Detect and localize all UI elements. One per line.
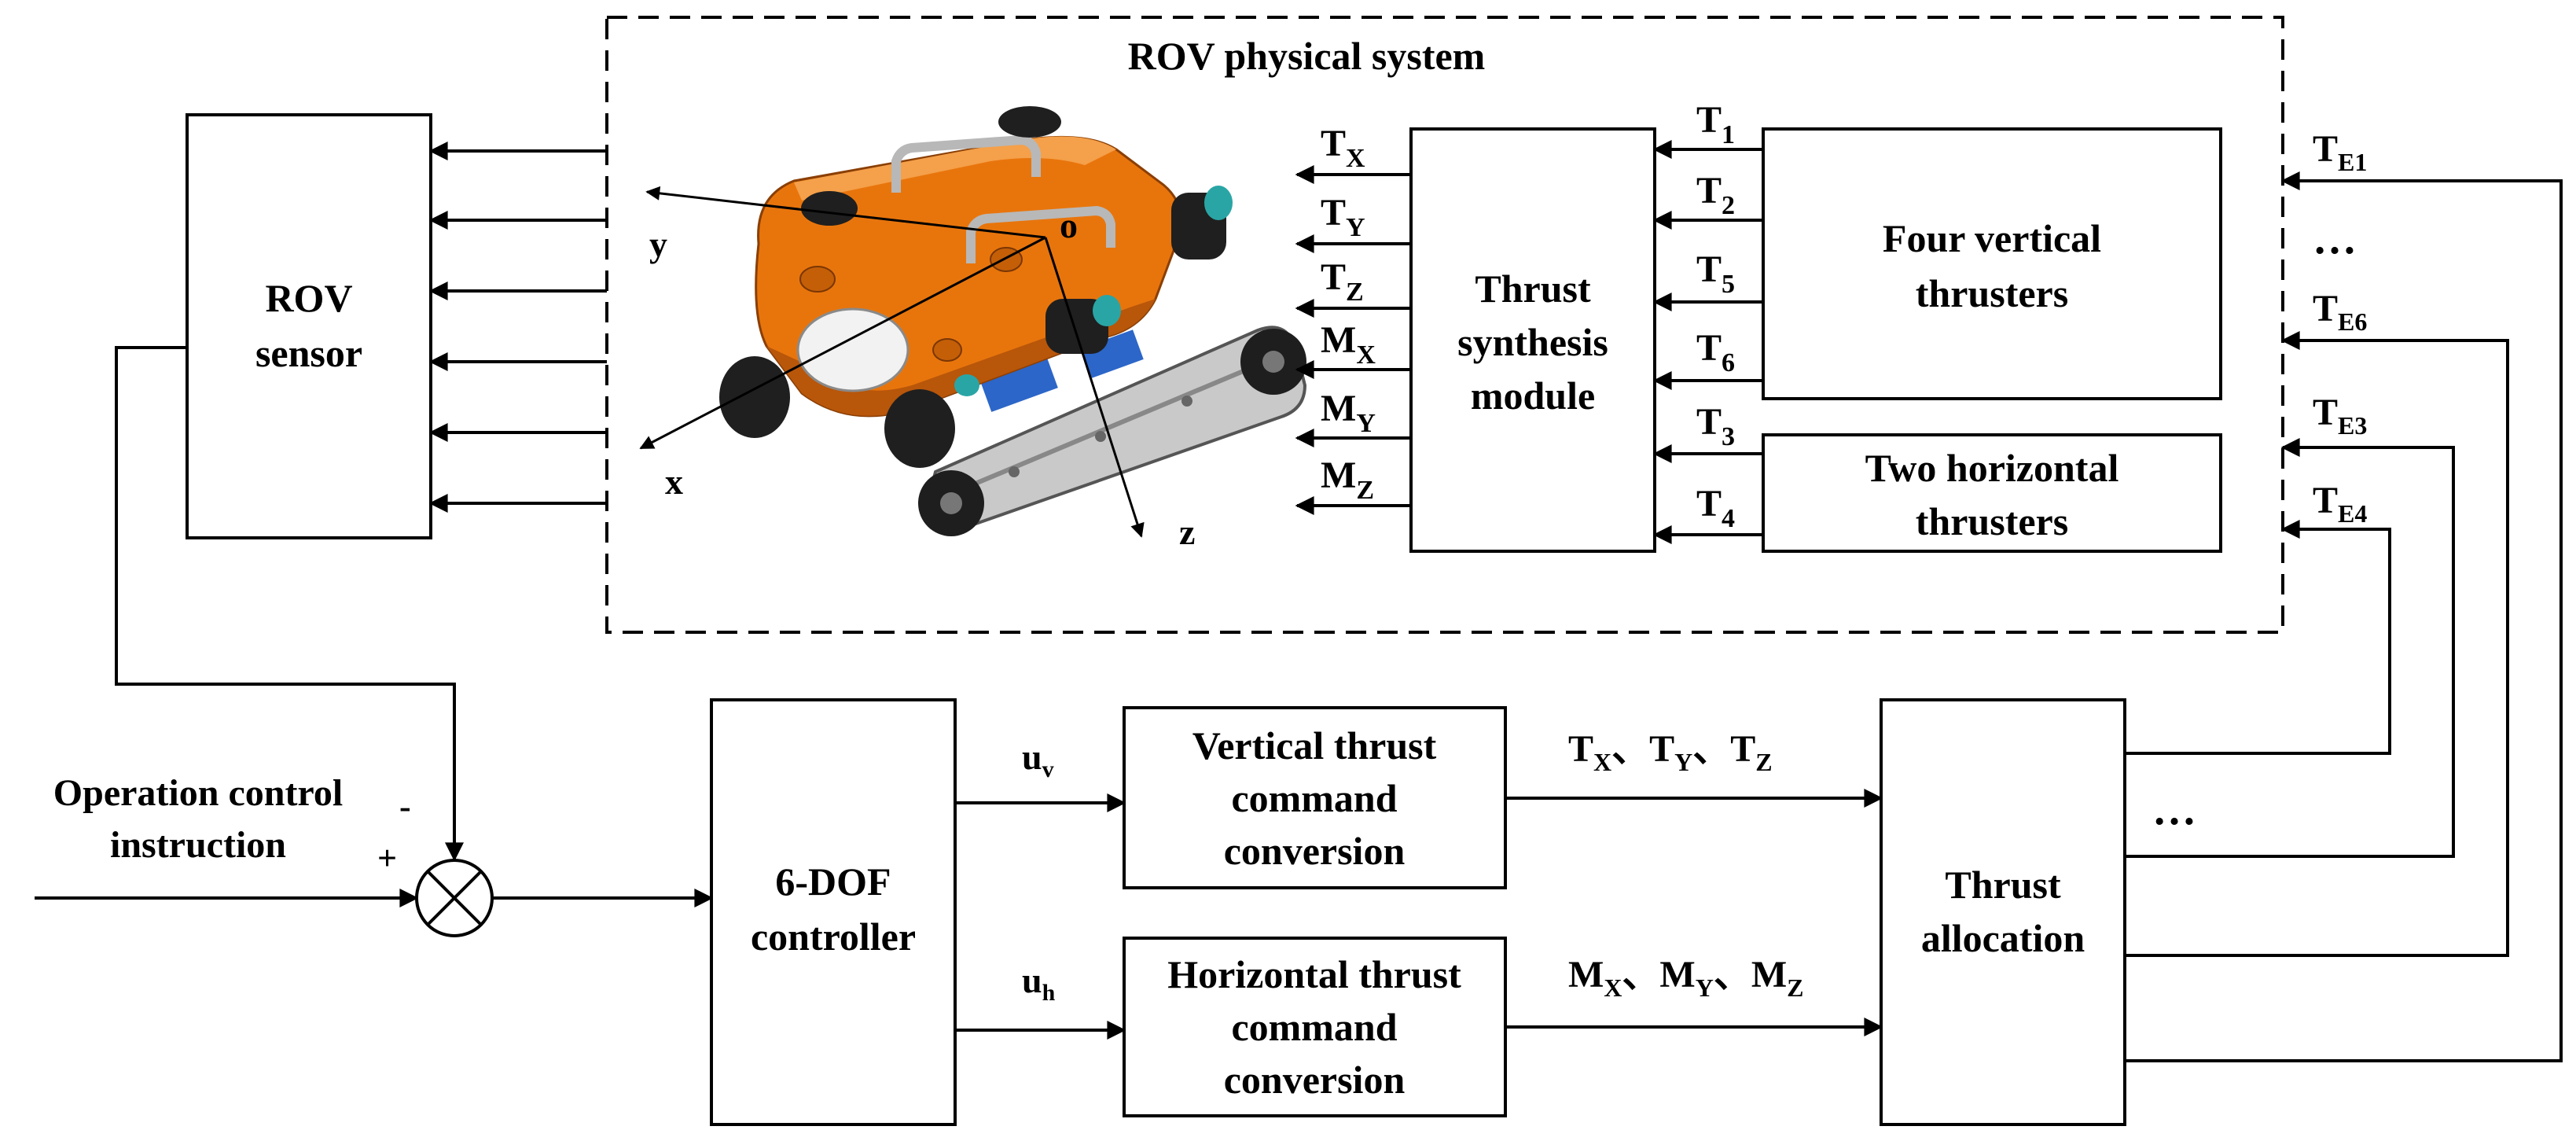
input-label-t2: T2 <box>1696 170 1735 220</box>
feedback-lines <box>2125 171 2563 1062</box>
axis-label-x: x <box>665 462 683 502</box>
z-axis <box>1044 237 1145 538</box>
y-axis <box>645 186 1046 239</box>
input-label-t4: T4 <box>1696 483 1735 533</box>
allocation-label-line1: Thrust <box>1945 863 2061 907</box>
thrust-allocation-block <box>1880 698 2126 1126</box>
rov-sensor-block <box>186 113 432 539</box>
input-label-t6: T6 <box>1696 327 1735 377</box>
horizontal-conversion-line1: Horizontal thrust <box>1167 952 1461 996</box>
physical-system-title: ROV physical system <box>1128 34 1486 78</box>
sensor-input-arrows <box>428 142 607 513</box>
vertical-thrusters-line1: Four vertical <box>1883 216 2101 260</box>
output-label-tx: TX <box>1321 123 1365 173</box>
horizontal-conversion-line3: conversion <box>1224 1058 1406 1102</box>
moment-label: MX、MY、MZ <box>1568 954 1804 1002</box>
output-label-mz: MZ <box>1321 455 1374 505</box>
summing-junction <box>415 859 494 937</box>
feedback-label-te4: TE4 <box>2313 480 2367 528</box>
feedback-label-te6: TE6 <box>2313 288 2367 336</box>
vertical-conversion-line2: command <box>1231 776 1397 820</box>
input-label-line1: Operation control <box>53 772 343 814</box>
rov-illustration <box>639 106 1307 538</box>
controller-label-line1: 6-DOF <box>775 859 891 904</box>
vertical-conversion-line1: Vertical thrust <box>1192 723 1437 767</box>
synthesis-label-line2: synthesis <box>1457 320 1608 364</box>
output-label-ty: TY <box>1321 192 1365 242</box>
horizontal-conversion-line2: command <box>1231 1005 1397 1049</box>
thrust-synthesis-module <box>1409 127 1656 553</box>
uh-label: uh <box>1022 960 1056 1006</box>
rov-coordinate-axes <box>639 186 1145 538</box>
sensor-label-line1: ROV <box>265 276 352 320</box>
feedback-line-te1 <box>2125 171 2563 1062</box>
two-horizontal-thrusters-block <box>1762 433 2222 553</box>
rov-thrusters <box>719 106 1233 468</box>
allocation-label-line2: allocation <box>1921 916 2085 960</box>
feedback-line-te3 <box>2125 438 2455 858</box>
horizontal-thrusters-line1: Two horizontal <box>1865 446 2119 490</box>
controller-label-line2: controller <box>751 915 916 959</box>
feedback-label-te1: TE1 <box>2313 128 2367 176</box>
feedback-line-te4 <box>2125 520 2391 755</box>
vertical-conversion-block <box>1123 706 1507 889</box>
force-label: TX、TY、TZ <box>1568 728 1773 776</box>
sensor-feedback-line <box>115 346 464 862</box>
feedback-line-te6 <box>2125 331 2509 957</box>
horizontal-conversion-block <box>1123 937 1507 1117</box>
x-axis <box>639 236 1046 450</box>
horizontal-thrusters-line2: thrusters <box>1916 499 2068 543</box>
feedback-label-te3: TE3 <box>2313 392 2367 440</box>
synthesis-label-line1: Thrust <box>1475 267 1591 311</box>
input-label-t3: T3 <box>1696 401 1735 451</box>
plus-sign: + <box>377 839 397 878</box>
synthesis-input-arrows <box>1652 140 1763 544</box>
axis-label-o: o <box>1060 205 1078 245</box>
axis-label-z: z <box>1179 512 1195 552</box>
axis-label-y: y <box>649 224 667 264</box>
sensor-label-line2: sensor <box>255 331 362 375</box>
rov-physical-system-frame <box>605 16 2284 634</box>
four-vertical-thrusters-block <box>1762 127 2222 400</box>
rov-track <box>918 326 1307 536</box>
synthesis-output-arrows <box>1295 165 1411 515</box>
uv-label: uv <box>1022 737 1054 782</box>
input-label-line2: instruction <box>110 824 286 866</box>
vertical-thrusters-line2: thrusters <box>1916 271 2068 315</box>
synthesis-label-line3: module <box>1471 374 1595 418</box>
input-label-t1: T1 <box>1696 99 1735 149</box>
rov-body <box>755 135 1182 418</box>
input-label-t5: T5 <box>1696 248 1735 299</box>
output-label-tz: TZ <box>1321 256 1364 307</box>
six-dof-controller-block <box>710 698 957 1126</box>
minus-sign: - <box>399 787 411 826</box>
output-label-mx: MX <box>1321 319 1376 370</box>
vertical-conversion-line3: conversion <box>1224 829 1406 873</box>
feedback-ellipsis-top: … <box>2313 215 2357 263</box>
output-label-my: MY <box>1321 388 1376 438</box>
allocation-ellipsis: … <box>2152 786 2196 834</box>
